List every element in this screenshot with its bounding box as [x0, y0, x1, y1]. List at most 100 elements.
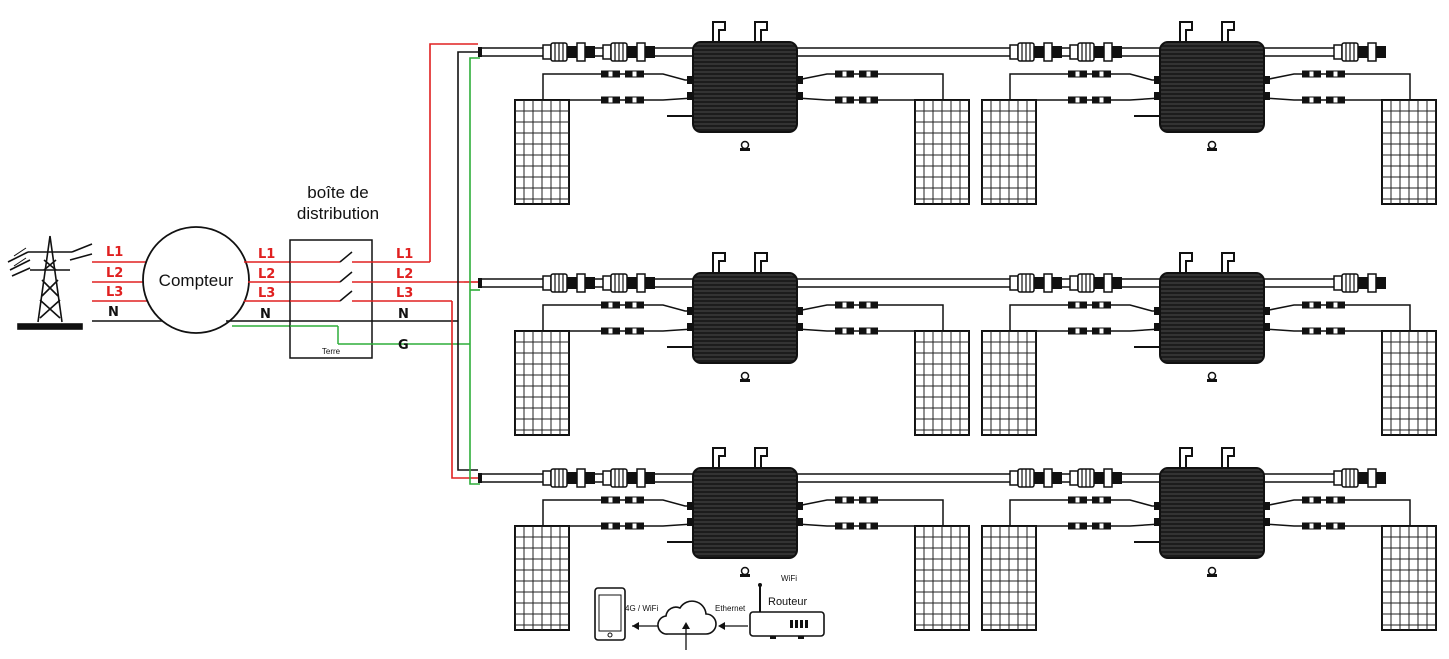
dc-connector-icon: [834, 327, 855, 335]
solar-panel-icon: [1381, 99, 1437, 205]
meter-label: Compteur: [159, 271, 234, 290]
branch-bus: [429, 43, 480, 485]
ethernet-label: Ethernet: [715, 604, 746, 613]
line-label-out-l3: L3: [396, 286, 413, 301]
dc-connector-icon: [624, 301, 645, 309]
dc-connector-icon: [1067, 327, 1088, 335]
line-label-mid-n: N: [260, 307, 271, 322]
line-label-in-l3: L3: [106, 285, 123, 300]
dc-connector-icon: [1325, 301, 1346, 309]
dc-connector-icon: [1067, 70, 1088, 78]
solar-panel-icon: [914, 330, 970, 436]
dc-connector-icon: [858, 496, 879, 504]
dc-connector-icon: [1301, 496, 1322, 504]
microinverter-icon: [1153, 21, 1271, 152]
dc-connector-icon: [834, 522, 855, 530]
solar-panel-icon: [1381, 330, 1437, 436]
dc-connector-icon: [1325, 522, 1346, 530]
dc-connector-icon: [600, 301, 621, 309]
microinverter-icon: [1153, 252, 1271, 383]
router-icon: [749, 583, 825, 639]
cloud-icon: [657, 600, 717, 635]
line-label-mid-l2: L2: [258, 267, 275, 282]
solar-panel-icon: [981, 330, 1037, 436]
inverter-row: [478, 252, 1437, 436]
solar-panel-icon: [981, 99, 1037, 205]
mc4-connector-icon: [1069, 273, 1123, 293]
dc-connector-icon: [1091, 327, 1112, 335]
dc-connector-icon: [1091, 70, 1112, 78]
dc-connector-icon: [1301, 96, 1322, 104]
line-label-in-l1: L1: [106, 245, 123, 260]
earth-label: Terre: [322, 347, 341, 356]
microinverter-icon: [1153, 447, 1271, 578]
line-label-mid-l1: L1: [258, 247, 275, 262]
mc4-connector-icon: [602, 468, 656, 488]
dc-connector-icon: [1091, 301, 1112, 309]
dc-connector-icon: [834, 301, 855, 309]
solar-panel-icon: [514, 330, 570, 436]
dc-connector-icon: [624, 522, 645, 530]
dc-connector-icon: [1325, 70, 1346, 78]
dc-connector-icon: [834, 96, 855, 104]
dc-connector-icon: [1091, 96, 1112, 104]
line-label-out-l2: L2: [396, 267, 413, 282]
distribution-box-title-2: distribution: [297, 204, 379, 223]
dc-connector-icon: [1067, 496, 1088, 504]
solar-panel-icon: [914, 525, 970, 631]
line-label-out-n: N: [398, 307, 409, 322]
dc-connector-icon: [600, 70, 621, 78]
dc-connector-icon: [1067, 96, 1088, 104]
router-label: Routeur: [768, 596, 807, 608]
line-label-out-g: G: [398, 338, 409, 353]
wifi-label: WiFi: [781, 574, 797, 583]
solar-panel-icon: [981, 525, 1037, 631]
mc4-connector-icon: [1009, 273, 1063, 293]
dc-connector-icon: [1301, 522, 1322, 530]
solar-panel-icon: [514, 99, 570, 205]
dc-connector-icon: [1325, 327, 1346, 335]
dc-connector-icon: [834, 70, 855, 78]
dc-connector-icon: [600, 327, 621, 335]
mc4-connector-icon: [1069, 468, 1123, 488]
dc-connector-icon: [624, 327, 645, 335]
dc-connector-icon: [834, 496, 855, 504]
dc-connector-icon: [624, 70, 645, 78]
dc-connector-icon: [1301, 327, 1322, 335]
line-label-in-l2: L2: [106, 266, 123, 281]
mc4-connector-icon: [1069, 42, 1123, 62]
line-label-mid-l3: L3: [258, 286, 275, 301]
mc4-connector-icon: [602, 273, 656, 293]
microinverter-icon: [686, 447, 804, 578]
dc-connector-icon: [600, 496, 621, 504]
meter-icon: Compteur: [142, 226, 250, 334]
solar-panel-icon: [514, 525, 570, 631]
dc-connector-icon: [600, 522, 621, 530]
solar-panel-icon: [1381, 525, 1437, 631]
dc-connector-icon: [1067, 522, 1088, 530]
dc-connector-icon: [1301, 301, 1322, 309]
grid-input-lines: [92, 261, 168, 322]
dc-connector-icon: [858, 327, 879, 335]
distribution-box-title-1: boîte de: [307, 183, 368, 202]
mc4-connector-icon: [1333, 42, 1387, 62]
mc4-connector-icon: [1009, 42, 1063, 62]
dc-connector-icon: [858, 301, 879, 309]
phone-icon: [594, 587, 626, 641]
dc-connector-icon: [1067, 301, 1088, 309]
mc4-connector-icon: [542, 273, 596, 293]
dc-connector-icon: [624, 96, 645, 104]
dc-connector-icon: [600, 96, 621, 104]
dc-connector-icon: [1091, 496, 1112, 504]
inverter-row: [478, 447, 1437, 631]
microinverter-icon: [686, 21, 804, 152]
monitoring-section: 4G / WiFi Ethernet WiFi Routeur: [594, 574, 825, 650]
mc4-connector-icon: [602, 42, 656, 62]
mc4-connector-icon: [1009, 468, 1063, 488]
line-label-out-l1: L1: [396, 247, 413, 262]
dc-connector-icon: [858, 70, 879, 78]
distribution-box: boîte de distribution Terre: [289, 183, 470, 359]
mc4-connector-icon: [542, 42, 596, 62]
mc4-connector-icon: [542, 468, 596, 488]
